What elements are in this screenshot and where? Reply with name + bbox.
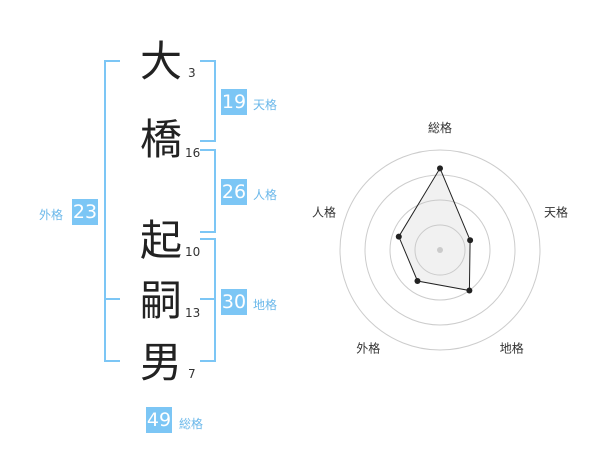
radar-polygon [398,167,471,292]
tenkaku-badge: 19 [221,89,247,115]
radar-ring-3 [364,174,516,326]
chikaku-label: 地格 [253,298,278,312]
radar-axis-label-5: 人格 [312,204,336,219]
chikaku-bracket-tick [200,298,216,300]
radar-point-5 [395,233,402,240]
radar-axis-label-2: 天格 [544,204,568,219]
radar-ring-1 [414,224,466,276]
soukaku-label: 総格 [179,417,204,431]
jinkaku-bracket [200,149,216,233]
chikaku-badge: 30 [221,289,247,315]
name-char-1: 大 [140,37,183,86]
radar-ring-2 [389,199,491,301]
jinkaku-badge: 26 [221,179,247,205]
tenkaku-bracket [200,60,216,142]
gaikaku-badge: 23 [72,199,98,225]
stroke-count-2: 16 [185,146,201,160]
name-char-5: 男 [140,338,183,387]
radar-point-2 [467,237,474,244]
radar-ring-4 [339,149,541,351]
outer-bracket-tick [104,298,120,300]
name-char-4: 嗣 [140,276,183,325]
name-char-3: 起 [140,216,183,265]
gaikaku-label: 外格 [39,208,64,222]
outer-bracket [104,60,120,362]
radar-center-dot [437,247,443,253]
jinkaku-label: 人格 [253,188,278,202]
tenkaku-label: 天格 [253,98,278,112]
radar-point-1 [437,165,443,172]
chikaku-bracket [200,238,216,362]
stroke-count-1: 3 [188,66,196,80]
radar-axis-label-4: 外格 [356,341,380,356]
radar-point-4 [414,278,421,285]
radar-point-3 [466,287,473,294]
radar-axis-label-1: 総格 [428,120,452,135]
soukaku-badge: 49 [146,407,172,433]
stroke-count-3: 10 [185,245,201,259]
stroke-count-5: 7 [188,367,196,381]
stroke-count-4: 13 [185,306,201,320]
radar-axis-label-3: 地格 [500,341,524,356]
name-char-2: 橋 [140,115,183,164]
